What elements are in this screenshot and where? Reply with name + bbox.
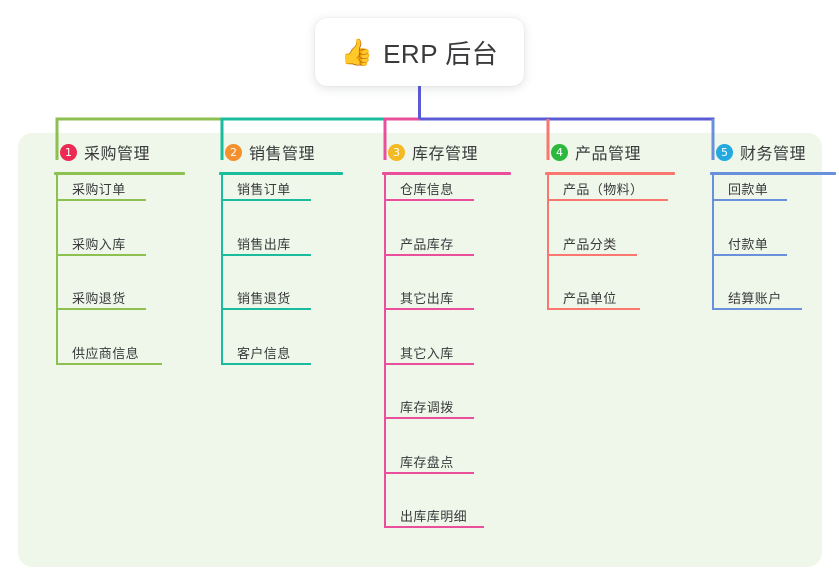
branch-header[interactable]: 4 产品管理 [531, 133, 641, 163]
branch-underline [545, 172, 675, 175]
branch-column: 3 库存管理仓库信息产品库存其它出库其它入库库存调拨库存盘点出库库明细 [368, 133, 511, 528]
leaf-underline [384, 253, 474, 256]
leaf-underline [56, 362, 162, 365]
branch-number-badge: 5 [716, 143, 733, 161]
root-node[interactable]: 👍 ERP 后台 [315, 18, 524, 86]
leaf-underline [384, 471, 474, 474]
leaf-underline [221, 253, 311, 256]
leaf-underline [712, 308, 802, 310]
branch-number-badge: 2 [225, 143, 242, 161]
branch-number-badge: 3 [388, 143, 405, 161]
leaf-item[interactable]: 供应商信息 [72, 345, 140, 361]
leaf-item[interactable]: 其它出库 [400, 291, 454, 306]
leaf-underline [56, 308, 146, 310]
branches-panel [18, 133, 822, 567]
leaf-underline [547, 199, 668, 201]
branch-spine [712, 173, 714, 308]
branch-column: 1 采购管理采购订单采购入库采购退货供应商信息 [40, 133, 185, 365]
branch-header[interactable]: 5 财务管理 [696, 133, 806, 163]
branch-header[interactable]: 3 库存管理 [368, 133, 478, 163]
leaf-item[interactable]: 结算账户 [728, 291, 782, 306]
leaf-item[interactable]: 销售订单 [237, 182, 291, 197]
leaf-item[interactable]: 销售出库 [237, 236, 291, 252]
leaf-item[interactable]: 采购退货 [72, 291, 126, 306]
branch-header[interactable]: 1 采购管理 [40, 133, 150, 163]
branch-title: 销售管理 [249, 146, 316, 163]
branch-number-badge: 1 [60, 143, 77, 161]
leaf-item[interactable]: 库存调拨 [400, 400, 454, 415]
branch-spine [384, 173, 386, 526]
leaf-item[interactable]: 销售退货 [237, 291, 291, 306]
branch-underline [382, 172, 511, 175]
branch-underline [710, 172, 836, 175]
leaf-item[interactable]: 产品库存 [400, 236, 454, 252]
leaf-underline [712, 253, 787, 256]
branch-underline [219, 172, 343, 175]
leaf-item[interactable]: 付款单 [728, 236, 769, 252]
leaf-item[interactable]: 采购入库 [72, 236, 126, 252]
leaf-underline [56, 199, 146, 201]
leaf-underline [712, 199, 787, 201]
leaf-underline [221, 362, 311, 365]
branch-spine [547, 173, 549, 308]
branch-columns: 1 采购管理采购订单采购入库采购退货供应商信息 2 销售管理销售订单销售出库销售退货客… [18, 133, 836, 567]
leaf-underline [384, 526, 484, 528]
branch-spine [56, 173, 58, 363]
leaf-item[interactable]: 回款单 [728, 182, 769, 197]
branch-column: 5 财务管理回款单付款单结算账户 [696, 133, 836, 310]
branch-number-badge: 4 [551, 143, 568, 161]
branch-column: 4 产品管理产品（物料） 产品分类产品单位 [531, 133, 675, 310]
leaf-underline [384, 308, 474, 310]
leaf-underline [384, 199, 474, 201]
branch-header[interactable]: 2 销售管理 [205, 133, 315, 163]
leaf-underline [221, 308, 311, 310]
leaf-underline [56, 253, 146, 256]
leaf-item[interactable]: 客户信息 [237, 345, 291, 361]
leaf-underline [384, 362, 474, 365]
branch-underline [54, 172, 185, 175]
thumbs-up-icon: 👍 [340, 37, 374, 67]
leaf-item[interactable]: 库存盘点 [400, 454, 454, 470]
leaf-item[interactable]: 仓库信息 [400, 182, 454, 197]
branch-column: 2 销售管理销售订单销售出库销售退货客户信息 [205, 133, 343, 365]
leaf-underline [221, 199, 311, 201]
branch-title: 采购管理 [84, 146, 151, 163]
leaf-item[interactable]: 其它入库 [400, 345, 454, 361]
branch-title: 财务管理 [740, 146, 807, 163]
root-node-label: ERP 后台 [383, 38, 499, 69]
branch-spine [221, 173, 223, 363]
leaf-item[interactable]: 采购订单 [72, 182, 126, 197]
branch-title: 产品管理 [575, 146, 642, 163]
leaf-underline [547, 253, 637, 256]
leaf-underline [384, 417, 474, 419]
leaf-item[interactable]: 产品单位 [563, 291, 617, 306]
branch-title: 库存管理 [412, 146, 479, 163]
leaf-underline [547, 308, 640, 310]
leaf-item[interactable]: 产品（物料） [563, 182, 644, 197]
leaf-item[interactable]: 出库库明细 [400, 509, 468, 524]
leaf-item[interactable]: 产品分类 [563, 236, 617, 252]
